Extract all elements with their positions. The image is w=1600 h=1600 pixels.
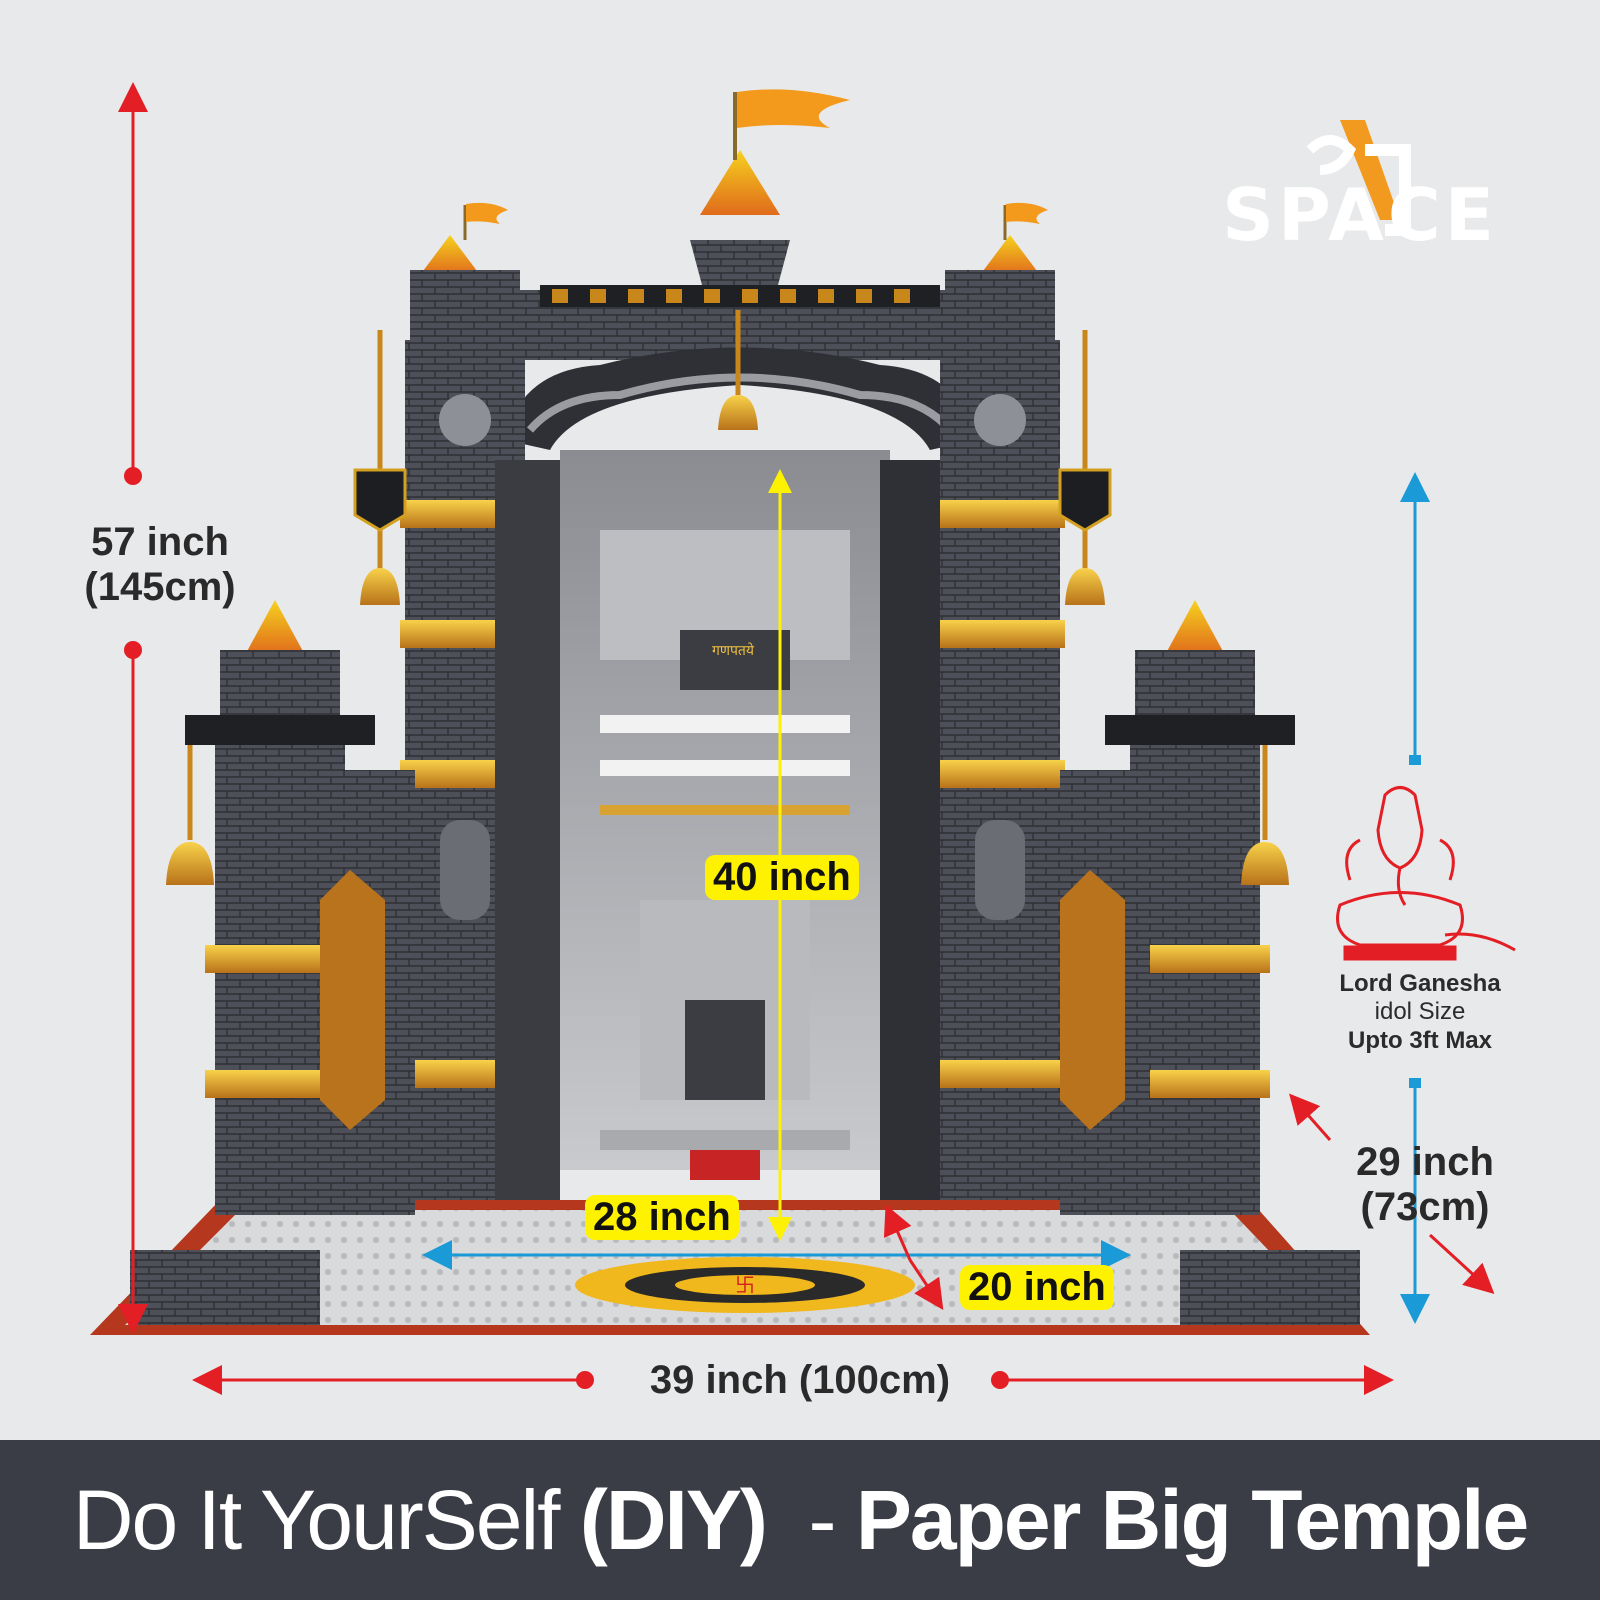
footer-title-part1: Do It YourSelf	[72, 1473, 580, 1567]
hanging-bells	[166, 330, 1289, 885]
depth-cm: (73cm)	[1360, 1184, 1490, 1229]
logo-text: SPACE	[1222, 173, 1498, 257]
left-short-tower	[185, 600, 415, 1215]
roof-niches	[540, 285, 940, 307]
temple-illustration: 卐 गणपतये	[90, 82, 1516, 1395]
height-label: 57 inch (145cm)	[60, 520, 260, 610]
inner-sanctum: गणपतये	[560, 450, 890, 1180]
footer-title-part4: Paper Big Temple	[855, 1473, 1529, 1567]
front-corner-shrines	[130, 1250, 1360, 1325]
inner-width-label: 28 inch	[585, 1195, 739, 1240]
flags	[463, 89, 1048, 240]
footer-title: Do It YourSelf (DIY) - Paper Big Temple	[0, 1440, 1600, 1600]
footer-banner: Do It YourSelf (DIY) - Paper Big Temple	[0, 1440, 1600, 1600]
right-short-tower	[1060, 600, 1295, 1215]
idol-note-line3: Upto 3ft Max	[1348, 1026, 1492, 1054]
idol-size-note: Lord Ganesha idol Size Upto 3ft Max	[1300, 970, 1540, 1055]
central-bell	[718, 310, 758, 430]
central-gateway	[505, 150, 975, 450]
footer-title-part3: -	[765, 1473, 856, 1567]
height-cm: (145cm)	[84, 564, 236, 609]
height-inch: 57 inch	[91, 520, 229, 564]
inner-depth-label: 20 inch	[960, 1265, 1114, 1310]
ganesha-idol-outline	[1336, 786, 1516, 961]
idol-height-arrow	[1400, 472, 1430, 1324]
inner-height-label: 40 inch	[705, 855, 859, 900]
left-tall-tower	[400, 235, 560, 1200]
svg-text:卐: 卐	[735, 1273, 755, 1297]
height-arrow	[118, 82, 148, 1334]
depth-label: 29 inch (73cm)	[1325, 1140, 1525, 1230]
footer-title-part2: (DIY)	[579, 1473, 768, 1567]
svg-text:गणपतये: गणपतये	[712, 642, 755, 659]
depth-inch: 29 inch	[1356, 1140, 1494, 1184]
idol-note-line2: idol Size	[1374, 998, 1466, 1026]
width-label: 39 inch (100cm)	[649, 1358, 951, 1402]
width-arrow	[192, 1365, 1394, 1395]
depth-arrow	[1289, 1093, 1495, 1295]
right-tall-tower	[880, 235, 1065, 1200]
idol-note-line1: Lord Ganesha	[1339, 970, 1501, 997]
rangoli: 卐	[575, 1257, 915, 1313]
brand-logo: SPACE	[1222, 120, 1498, 257]
inner-depth-arrow	[883, 1204, 944, 1310]
